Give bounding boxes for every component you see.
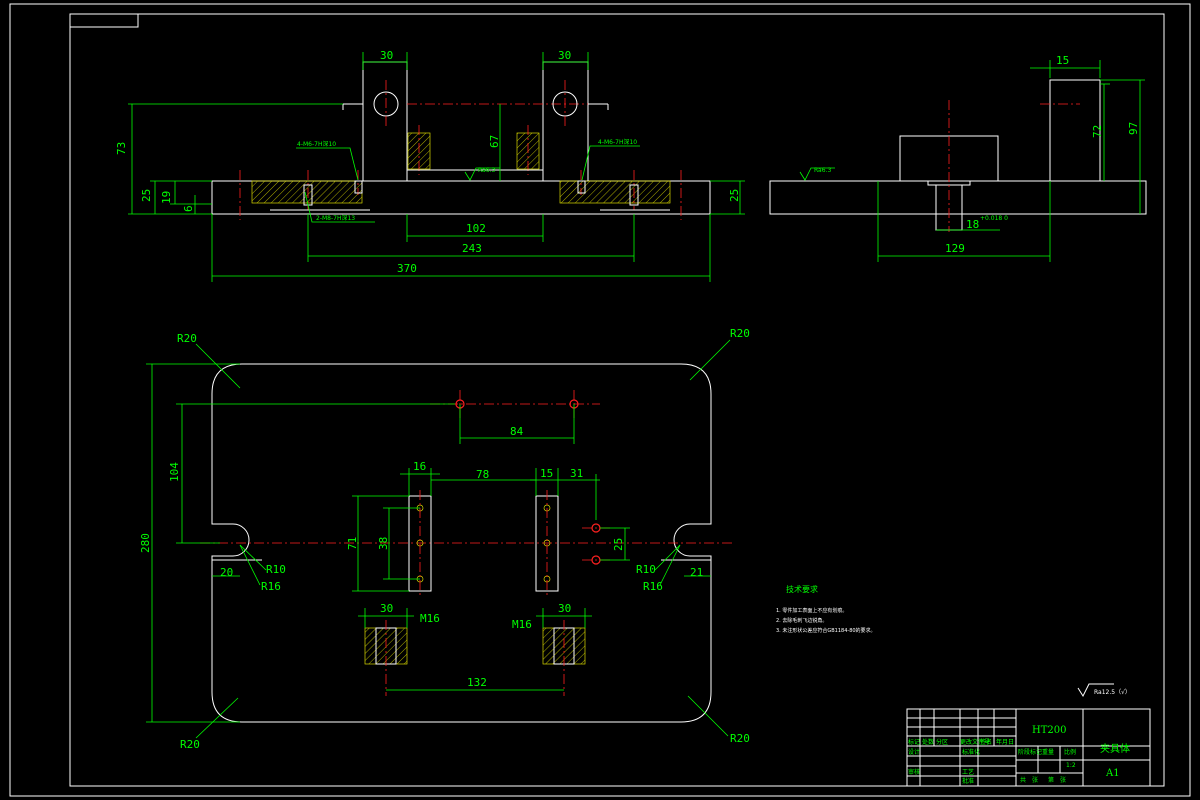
dim-243: 243 — [462, 242, 482, 255]
tb-label-count: 处数 — [922, 738, 934, 746]
tb-scale-value: 1:2 — [1066, 762, 1076, 769]
tb-label-mark: 标记 — [908, 738, 920, 746]
title-block: 标记 处数 分区 更改文件号 签名 年月日 设计 标准化 阶段标记 重量 比例 … — [906, 708, 1151, 787]
tb-label-sign: 签名 — [980, 738, 992, 746]
side-view: 15 72 97 129 18 +0.018 0 Ra6.3 — [769, 54, 1147, 262]
radius-bottom-right: R20 — [730, 732, 750, 745]
dim-upright-width-left: 30 — [380, 49, 393, 62]
dim-plan-84: 84 — [510, 425, 524, 438]
tb-label-standard: 标准化 — [962, 748, 980, 756]
dim-plan-280: 280 — [139, 533, 152, 553]
dim-base-25-right: 25 — [728, 189, 741, 202]
dim-plan-21: 21 — [690, 566, 703, 579]
tb-sheet-size: A1 — [1105, 768, 1120, 779]
roughness-front: Ra6.3 — [478, 167, 495, 174]
tech-req-item-1: 1. 零件加工表面上不应有划痕。 — [776, 607, 847, 614]
dim-plan-104: 104 — [168, 462, 181, 482]
dim-side-18: 18 — [966, 218, 979, 231]
tb-label-date: 年月日 — [996, 738, 1014, 746]
dim-side-15: 15 — [1056, 54, 1069, 67]
radius-slot-r16-right: R16 — [643, 580, 663, 593]
dim-plan-m16-left: M16 — [420, 612, 440, 625]
dim-102: 102 — [466, 222, 486, 235]
tech-req-item-2: 2. 去除毛刺飞边锐角。 — [776, 617, 827, 624]
dim-base-6: 6 — [182, 205, 195, 212]
callout-m6-left: 4-M6-7H深10 — [297, 140, 336, 148]
sheet-outer-border — [9, 3, 1191, 797]
tb-label-zone: 分区 — [936, 738, 948, 746]
dim-side-18-tolerance: +0.018 0 — [980, 215, 1008, 222]
callout-m8: 2-M8-7H深13 — [316, 214, 355, 222]
tb-label-total: 共 — [1020, 776, 1026, 784]
radius-slot-r10-left: R10 — [266, 563, 286, 576]
tb-label-approve: 批准 — [962, 777, 974, 785]
dim-plan-38: 38 — [377, 537, 390, 550]
tb-label-sheets: 张 — [1032, 776, 1038, 784]
front-view: 30 30 73 67 25 19 6 25 102 243 37 — [115, 49, 745, 282]
tb-part-name: 夹具体 — [1100, 742, 1130, 755]
dim-plan-25: 25 — [612, 538, 625, 551]
tb-label-stage: 阶段标记 — [1018, 748, 1042, 756]
tb-label-change-doc: 更改文件号 — [960, 738, 990, 746]
radius-top-right: R20 — [730, 327, 750, 340]
dim-plan-132: 132 — [467, 676, 487, 689]
dim-plan-20: 20 — [220, 566, 233, 579]
dim-plan-30-right: 30 — [558, 602, 571, 615]
dim-plan-30-left: 30 — [380, 602, 393, 615]
tb-label-scale: 比例 — [1064, 748, 1076, 756]
corner-label-box — [69, 13, 139, 28]
dim-plan-78: 78 — [476, 468, 489, 481]
dim-height-73: 73 — [115, 142, 128, 155]
tech-req-item-3: 3. 未注形状公差应符合GB1184-80的要求。 — [776, 627, 876, 634]
dim-side-129: 129 — [945, 242, 965, 255]
tb-label-sheet: 张 — [1060, 776, 1066, 784]
tb-label-process: 工艺 — [962, 768, 974, 776]
dim-plan-16: 16 — [413, 460, 426, 473]
tb-label-weight: 重量 — [1042, 748, 1054, 756]
plan-view: 84 104 280 71 38 16 78 15 31 25 — [139, 327, 750, 751]
tb-label-no: 第 — [1048, 776, 1054, 784]
callout-m6-right: 4-M6-7H深10 — [598, 138, 637, 146]
tb-label-review: 审核 — [908, 768, 920, 776]
dim-base-25-left: 25 — [140, 189, 153, 202]
radius-slot-r10-right: R10 — [636, 563, 656, 576]
tb-material: HT200 — [1032, 725, 1066, 736]
dim-upright-width-right: 30 — [558, 49, 571, 62]
tb-label-design: 设计 — [908, 748, 920, 756]
dim-side-72: 72 — [1091, 125, 1104, 138]
roughness-side: Ra6.3 — [814, 167, 831, 174]
dim-side-97: 97 — [1127, 122, 1140, 135]
technical-requirements: 技术要求 1. 零件加工表面上不应有划痕。 2. 去除毛刺飞边锐角。 3. 未注… — [776, 584, 1131, 698]
dim-plan-31: 31 — [570, 467, 583, 480]
dim-plan-m16-right: M16 — [512, 618, 532, 631]
dim-plan-15: 15 — [540, 467, 553, 480]
roughness-general: Ra12.5（√） — [1094, 689, 1131, 696]
dim-height-67: 67 — [488, 135, 501, 148]
dim-370: 370 — [397, 262, 417, 275]
tech-req-title: 技术要求 — [786, 584, 818, 594]
dim-base-19: 19 — [160, 191, 173, 204]
radius-bottom-left: R20 — [180, 738, 200, 751]
radius-slot-r16-left: R16 — [261, 580, 281, 593]
sheet-inner-border — [69, 13, 1165, 787]
dim-plan-71: 71 — [346, 537, 359, 550]
radius-top-left: R20 — [177, 332, 197, 345]
